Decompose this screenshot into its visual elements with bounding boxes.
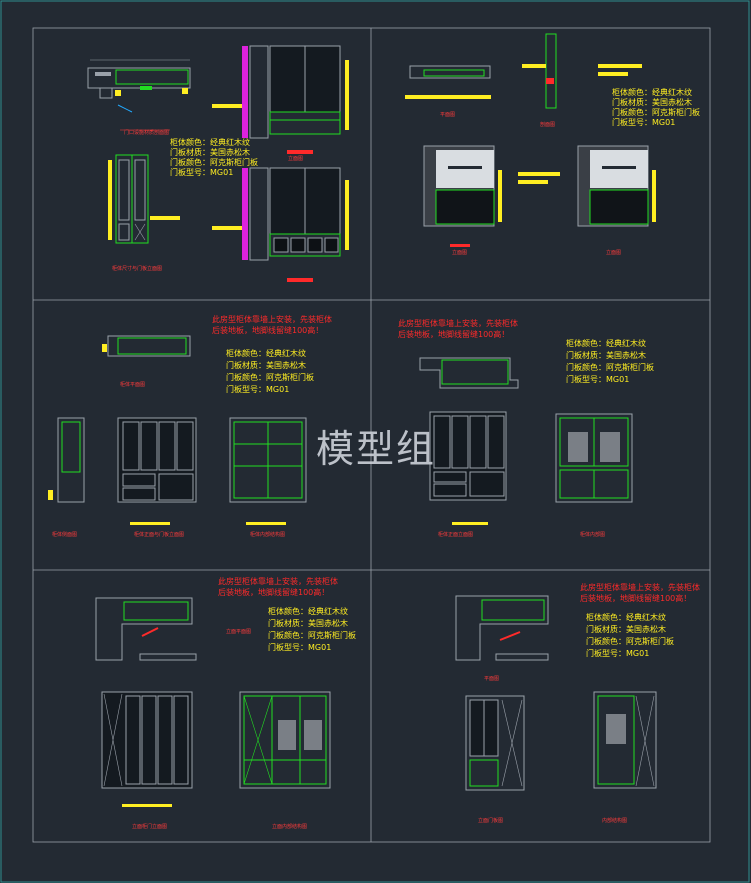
spec-block-f: 柜体颜色：经典红木纹 门板材质：美国赤松木 门板颜色：阿克斯柜门板 门板型号：M… [586, 612, 674, 658]
svg-text:门板型号：MG01: 门板型号：MG01 [226, 384, 289, 394]
svg-text:门板型号：MG01: 门板型号：MG01 [170, 167, 233, 177]
spec-block-a: 柜体颜色：经典红木纹 门板材质：美国赤松木 门板颜色：阿克斯柜门板 门板型号：M… [170, 137, 258, 177]
svg-text:后装地板，地脚线留缝100高！: 后装地板，地脚线留缝100高！ [398, 329, 509, 339]
panel-2: 平面图 剖面图 柜体颜色：经典红木纹 门板材质：美国赤松木 门板颜色：阿克斯柜门… [405, 33, 700, 256]
svg-text:立面图: 立面图 [606, 249, 621, 256]
note-1: 此房型柜体靠墙上安装，先装柜体 后装地板，地脚线留缝100高！ [212, 314, 332, 335]
svg-text:柜体颜色：经典红木纹: 柜体颜色：经典红木纹 [586, 612, 666, 622]
svg-text:门板颜色：阿克斯柜门板: 门板颜色：阿克斯柜门板 [612, 107, 700, 117]
panel-3: 此房型柜体靠墙上安装，先装柜体 后装地板，地脚线留缝100高！ 柜体平面图 柜体… [48, 314, 332, 538]
svg-text:立面内部结构图: 立面内部结构图 [272, 823, 307, 830]
svg-text:柜体颜色：经典红木纹: 柜体颜色：经典红木纹 [226, 348, 306, 358]
svg-text:门板材质：美国赤松木: 门板材质：美国赤松木 [586, 624, 666, 634]
svg-text:立面平面图: 立面平面图 [226, 628, 251, 635]
svg-text:后装地板，地脚线留缝100高！: 后装地板，地脚线留缝100高！ [218, 587, 329, 597]
svg-text:平面图: 平面图 [440, 112, 455, 118]
svg-text:此房型柜体靠墙上安装，先装柜体: 此房型柜体靠墙上安装，先装柜体 [580, 582, 700, 592]
svg-text:门板型号：MG01: 门板型号：MG01 [586, 648, 649, 658]
svg-text:立面图: 立面图 [288, 155, 303, 162]
svg-text:柜体颜色：经典红木纹: 柜体颜色：经典红木纹 [612, 87, 692, 97]
svg-text:此房型柜体靠墙上安装，先装柜体: 此房型柜体靠墙上安装，先装柜体 [218, 576, 338, 586]
svg-text:门板型号：MG01: 门板型号：MG01 [566, 374, 629, 384]
svg-text:门板颜色：阿克斯柜门板: 门板颜色：阿克斯柜门板 [226, 372, 314, 382]
svg-text:门板颜色：阿克斯柜门板: 门板颜色：阿克斯柜门板 [586, 636, 674, 646]
svg-text:立面柜门立面图: 立面柜门立面图 [132, 823, 167, 830]
panel-1: 门口设施材质剖面图 柜体颜色：经典红木纹 门板材质：美国赤松木 门板颜色：阿克斯… [87, 45, 349, 282]
svg-text:门板颜色：阿克斯柜门板: 门板颜色：阿克斯柜门板 [268, 630, 356, 640]
spec-block-d: 柜体颜色：经典红木纹 门板材质：美国赤松木 门板颜色：阿克斯柜门板 门板型号：M… [566, 338, 654, 384]
panel-6: 此房型柜体靠墙上安装，先装柜体 后装地板，地脚线留缝100高！ 平面图 柜体颜色… [455, 582, 700, 824]
panel-5: 此房型柜体靠墙上安装，先装柜体 后装地板，地脚线留缝100高！ 立面平面图 柜体… [95, 576, 356, 830]
note-2: 此房型柜体靠墙上安装，先装柜体 后装地板，地脚线留缝100高！ [398, 318, 518, 339]
svg-text:后装地板，地脚线留缝100高！: 后装地板，地脚线留缝100高！ [580, 593, 691, 603]
svg-text:门板颜色：阿克斯柜门板: 门板颜色：阿克斯柜门板 [170, 157, 258, 167]
svg-text:门板型号：MG01: 门板型号：MG01 [612, 117, 675, 127]
svg-text:柜体内部图: 柜体内部图 [580, 531, 605, 538]
svg-text:柜体内部结构图: 柜体内部结构图 [250, 531, 285, 538]
watermark-text: 模型组 [316, 427, 437, 471]
svg-text:此房型柜体靠墙上安装，先装柜体: 此房型柜体靠墙上安装，先装柜体 [212, 314, 332, 324]
drawing-border [32, 27, 711, 843]
svg-text:柜体正面立面图: 柜体正面立面图 [438, 531, 473, 538]
svg-text:后装地板，地脚线留缝100高！: 后装地板，地脚线留缝100高！ [212, 325, 323, 335]
svg-text:内部结构图: 内部结构图 [602, 817, 627, 824]
note-3: 此房型柜体靠墙上安装，先装柜体 后装地板，地脚线留缝100高！ [218, 576, 338, 597]
note-4: 此房型柜体靠墙上安装，先装柜体 后装地板，地脚线留缝100高！ [580, 582, 700, 603]
svg-text:柜体尺寸与门板立面图: 柜体尺寸与门板立面图 [112, 265, 162, 272]
svg-text:门板颜色：阿克斯柜门板: 门板颜色：阿克斯柜门板 [566, 362, 654, 372]
svg-text:门板材质：美国赤松木: 门板材质：美国赤松木 [170, 147, 250, 157]
svg-text:柜体颜色：经典红木纹: 柜体颜色：经典红木纹 [170, 137, 250, 147]
svg-text:门板材质：美国赤松木: 门板材质：美国赤松木 [566, 350, 646, 360]
spec-block-e: 柜体颜色：经典红木纹 门板材质：美国赤松木 门板颜色：阿克斯柜门板 门板型号：M… [268, 606, 356, 652]
svg-text:柜体颜色：经典红木纹: 柜体颜色：经典红木纹 [566, 338, 646, 348]
svg-text:立面图: 立面图 [452, 249, 467, 256]
svg-text:门板型号：MG01: 门板型号：MG01 [268, 642, 331, 652]
panel-4: 此房型柜体靠墙上安装，先装柜体 后装地板，地脚线留缝100高！ 柜体颜色：经典红… [398, 318, 654, 538]
svg-text:柜体颜色：经典红木纹: 柜体颜色：经典红木纹 [268, 606, 348, 616]
svg-text:柜体侧面图: 柜体侧面图 [52, 531, 77, 538]
svg-text:门板材质：美国赤松木: 门板材质：美国赤松木 [268, 618, 348, 628]
svg-text:柜体平面图: 柜体平面图 [120, 381, 145, 388]
spec-block-b: 柜体颜色：经典红木纹 门板材质：美国赤松木 门板颜色：阿克斯柜门板 门板型号：M… [612, 87, 700, 127]
svg-text:平面图: 平面图 [484, 676, 499, 682]
spec-block-c: 柜体颜色：经典红木纹 门板材质：美国赤松木 门板颜色：阿克斯柜门板 门板型号：M… [226, 348, 314, 394]
svg-text:剖面图: 剖面图 [540, 121, 555, 128]
svg-text:此房型柜体靠墙上安装，先装柜体: 此房型柜体靠墙上安装，先装柜体 [398, 318, 518, 328]
svg-text:门板材质：美国赤松木: 门板材质：美国赤松木 [612, 97, 692, 107]
svg-text:立面门板图: 立面门板图 [478, 817, 503, 824]
svg-text:门板材质：美国赤松木: 门板材质：美国赤松木 [226, 360, 306, 370]
svg-text:门口设施材质剖面图: 门口设施材质剖面图 [124, 129, 169, 136]
svg-text:柜体正面与门板立面图: 柜体正面与门板立面图 [134, 531, 184, 538]
